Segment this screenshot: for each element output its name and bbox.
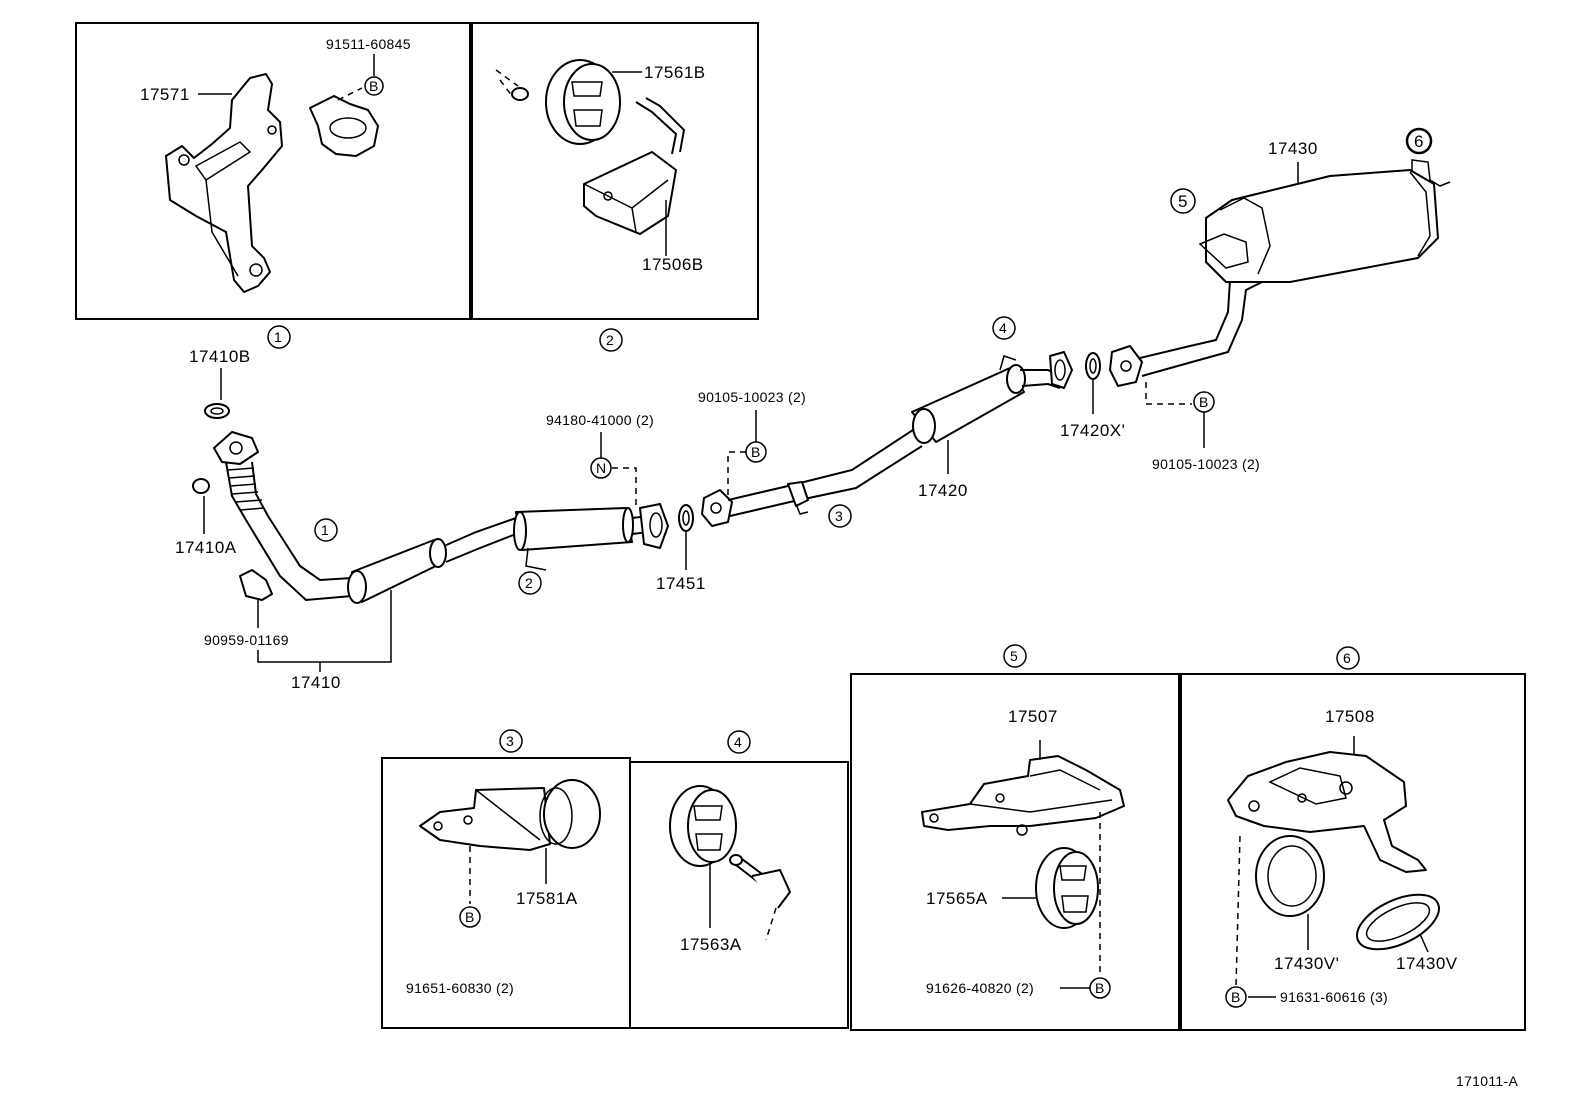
gasket-17451 [678, 504, 694, 532]
label-17451: 17451 [656, 574, 706, 593]
label-91626-40820: 91626-40820 (2) [926, 980, 1034, 996]
label-17507: 17507 [1008, 707, 1058, 726]
gasket-17420X [1085, 352, 1101, 380]
detail-box-3: 3 B 91651-60830 (2) 17581A [381, 729, 631, 1029]
callout-4-main: 4 [999, 320, 1007, 336]
ring-17430V [1356, 893, 1440, 951]
label-91651-60830: 91651-60830 (2) [406, 980, 514, 996]
bolt-mark-b3: B [465, 909, 475, 925]
main-muffler-17430 [1205, 169, 1439, 283]
label-17571: 17571 [140, 85, 190, 104]
label-17420: 17420 [918, 481, 968, 500]
label-17410: 17410 [291, 673, 341, 692]
ring-17430Vp [1255, 835, 1325, 917]
label-90105-10023-a: 90105-10023 (2) [698, 389, 806, 405]
callout-6-box: 6 [1343, 650, 1351, 666]
callout-3-box: 3 [506, 733, 514, 749]
svg-text:2: 2 [606, 332, 614, 348]
detail-box-6: 6 17508 17430V' 17430V B 91631-60616 (3) [1178, 646, 1526, 1031]
bracket-17506B [583, 97, 686, 235]
detail-box-4: 4 17563A [629, 730, 849, 1029]
bracket-17571-part [165, 73, 283, 293]
label-17561B: 17561B [644, 63, 706, 82]
label-17565A: 17565A [926, 889, 988, 908]
label-17430Vp: 17430V' [1274, 954, 1339, 973]
callout-2-main: 2 [525, 575, 533, 591]
callout-3-main: 3 [835, 508, 843, 524]
callout-6-main: 6 [1414, 132, 1424, 151]
label-17410A: 17410A [175, 538, 237, 557]
callout-5-box: 5 [1010, 648, 1018, 664]
label-90105-10023-b: 90105-10023 (2) [1152, 456, 1260, 472]
svg-text:1: 1 [274, 329, 282, 345]
label-17563A: 17563A [680, 935, 742, 954]
label-94180-41000: 94180-41000 (2) [546, 412, 654, 428]
exhaust-run: 17410B 17410A 90959-01169 17410 1 [175, 127, 1451, 692]
clamp-91511-part [309, 95, 379, 157]
callout-1-main: 1 [321, 522, 329, 538]
label-17508: 17508 [1325, 707, 1375, 726]
detail-box-5: 5 17507 17565A B 91626-40820 (2) [850, 644, 1182, 1031]
callout-5-main: 5 [1178, 192, 1188, 211]
label-91511-60845: 91511-60845 [326, 36, 411, 52]
callout-1-top: 1 [267, 325, 291, 349]
detail-box-2: 17561B 17506B [469, 22, 759, 320]
callout-2-top: 2 [599, 328, 623, 352]
label-17506B: 17506B [642, 255, 704, 274]
rubber-hanger-17561B [545, 59, 621, 145]
callout-4-box: 4 [734, 734, 742, 750]
clamp-90959 [239, 569, 273, 601]
bolt-mark-b6: B [1231, 989, 1241, 1005]
b1-callout-17571: 17571 [140, 85, 232, 104]
label-90959-01169: 90959-01169 [204, 632, 289, 648]
label-91631-60616: 91631-60616 (3) [1280, 989, 1388, 1005]
detail-box-1: 17571 91511-60845 B [75, 22, 473, 320]
label-17581A: 17581A [516, 889, 578, 908]
nut-mark-n: N [596, 460, 606, 476]
bolt-mark-b-b: B [1199, 394, 1209, 410]
bolt-mark-b5: B [1095, 980, 1105, 996]
label-17430: 17430 [1268, 139, 1318, 158]
label-17430V: 17430V [1396, 954, 1458, 973]
gasket-17410A [192, 478, 210, 494]
label-17420X: 17420X' [1060, 421, 1125, 440]
bolt-mark-b-a: B [751, 444, 761, 460]
diagram-id: 171011-A [1456, 1073, 1518, 1089]
label-17410B: 17410B [189, 347, 251, 366]
center-converter [515, 507, 633, 551]
bolt-mark-b1: B [369, 78, 379, 94]
gasket-17410B [204, 403, 230, 419]
